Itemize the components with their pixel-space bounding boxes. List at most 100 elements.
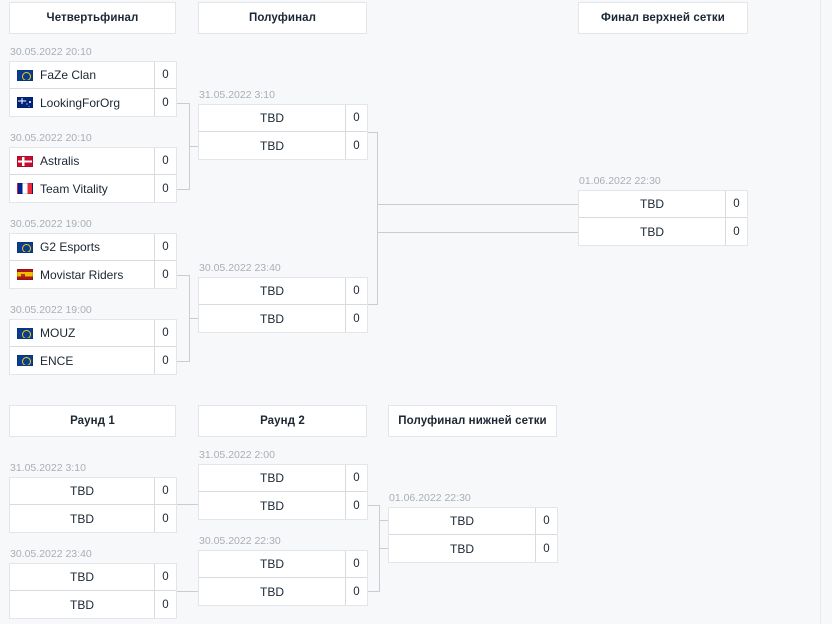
team-name: TBD [260, 138, 284, 153]
connector [177, 275, 189, 276]
team-name: TBD [640, 224, 664, 239]
match-time: 30.05.2022 19:00 [10, 218, 92, 230]
table-row[interactable]: Astralis 0 [10, 148, 176, 175]
table-row[interactable]: TBD 0 [389, 508, 557, 535]
connector [379, 520, 388, 521]
match-lower-semifinal[interactable]: 01.06.2022 22:30 TBD 0 TBD 0 [388, 492, 558, 563]
round-header-lower-semifinal[interactable]: Полуфинал нижней сетки [388, 405, 557, 437]
match-upper-sf-2[interactable]: 30.05.2022 23:40 TBD 0 TBD 0 [198, 262, 368, 333]
connector [177, 591, 198, 592]
table-row[interactable]: TBD 0 [389, 535, 557, 562]
table-row[interactable]: G2 Esports 0 [10, 234, 176, 261]
flag-es-icon [17, 269, 33, 280]
table-row[interactable]: TBD 0 [199, 105, 367, 132]
team-name: TBD [640, 197, 664, 211]
round-header-lower-round2[interactable]: Раунд 2 [198, 405, 367, 437]
connector [177, 103, 189, 104]
team-score: 0 [154, 347, 176, 374]
team-score: 0 [154, 234, 176, 260]
table-row[interactable]: MOUZ 0 [10, 320, 176, 347]
team-cell: TBD [10, 591, 154, 618]
team-score: 0 [345, 551, 367, 577]
table-row[interactable]: LookingForOrg 0 [10, 89, 176, 116]
team-score: 0 [154, 261, 176, 288]
table-row[interactable]: TBD 0 [199, 278, 367, 305]
table-row[interactable]: TBD 0 [10, 591, 176, 618]
table-row[interactable]: TBD 0 [199, 305, 367, 332]
team-score: 0 [154, 505, 176, 532]
table-row[interactable]: TBD 0 [10, 564, 176, 591]
team-name: TBD [260, 284, 284, 298]
team-name: TBD [450, 514, 474, 528]
team-score: 0 [154, 564, 176, 590]
table-row[interactable]: TBD 0 [579, 218, 747, 245]
table-row[interactable]: TBD 0 [199, 465, 367, 492]
table-row[interactable]: Team Vitality 0 [10, 175, 176, 202]
team-cell: Team Vitality [10, 175, 154, 202]
table-row[interactable]: TBD 0 [10, 478, 176, 505]
team-score: 0 [154, 175, 176, 202]
match-lower-r1-1[interactable]: 31.05.2022 3:10 TBD 0 TBD 0 [9, 462, 177, 533]
match-lower-r2-2[interactable]: 30.05.2022 22:30 TBD 0 TBD 0 [198, 535, 368, 606]
match-upper-qf-2[interactable]: 30.05.2022 20:10 Astralis 0 Team Vitalit… [9, 132, 177, 203]
team-cell: TBD [199, 465, 345, 491]
connector [189, 146, 198, 147]
round-header-upper-final[interactable]: Финал верхней сетки [578, 2, 748, 34]
round-header-label: Раунд 1 [70, 415, 115, 427]
table-row[interactable]: TBD 0 [10, 505, 176, 532]
connector [177, 504, 198, 505]
team-score: 0 [535, 535, 557, 562]
team-name: TBD [260, 498, 284, 513]
flag-dk-icon [17, 155, 33, 167]
round-header-lower-round1[interactable]: Раунд 1 [9, 405, 176, 437]
team-score: 0 [154, 89, 176, 116]
connector [377, 204, 578, 205]
table-row[interactable]: ENCE 0 [10, 347, 176, 374]
table-row[interactable]: TBD 0 [199, 492, 367, 519]
match-time: 31.05.2022 3:10 [10, 462, 86, 474]
team-cell: TBD [10, 478, 154, 504]
team-cell: TBD [10, 505, 154, 532]
team-score: 0 [154, 591, 176, 618]
team-name: TBD [450, 541, 474, 556]
match-time: 31.05.2022 3:10 [199, 89, 275, 101]
table-row[interactable]: TBD 0 [199, 551, 367, 578]
match-upper-qf-3[interactable]: 30.05.2022 19:00 G2 Esports 0 Movistar R… [9, 218, 177, 289]
team-name: TBD [260, 311, 284, 326]
team-cell: TBD [199, 492, 345, 519]
round-header-label: Раунд 2 [260, 415, 305, 427]
match-lower-r2-1[interactable]: 31.05.2022 2:00 TBD 0 TBD 0 [198, 449, 368, 520]
match-time: 01.06.2022 22:30 [579, 175, 661, 187]
table-row[interactable]: TBD 0 [579, 191, 747, 218]
team-cell: TBD [199, 278, 345, 304]
round-header-label: Полуфинал нижней сетки [398, 415, 547, 427]
round-header-label: Финал верхней сетки [601, 12, 725, 24]
table-row[interactable]: Movistar Riders 0 [10, 261, 176, 288]
team-score: 0 [345, 492, 367, 519]
team-cell: Astralis [10, 148, 154, 174]
team-score: 0 [154, 62, 176, 88]
connector [368, 505, 379, 506]
flag-eu-icon [17, 69, 33, 81]
round-header-quarterfinal[interactable]: Четвертьфинал [9, 2, 176, 34]
team-cell: TBD [389, 535, 535, 562]
flag-eu-icon [17, 355, 33, 366]
match-time: 30.05.2022 22:30 [199, 535, 281, 547]
team-score: 0 [345, 305, 367, 332]
match-upper-qf-1[interactable]: 30.05.2022 20:10 FaZe Clan 0 LookingForO… [9, 46, 177, 117]
connector [189, 318, 198, 319]
round-header-label: Четвертьфинал [46, 12, 139, 24]
match-lower-r1-2[interactable]: 30.05.2022 23:40 TBD 0 TBD 0 [9, 548, 177, 619]
team-cell: TBD [199, 132, 345, 159]
team-cell: LookingForOrg [10, 89, 154, 116]
match-upper-sf-1[interactable]: 31.05.2022 3:10 TBD 0 TBD 0 [198, 89, 368, 160]
team-score: 0 [154, 478, 176, 504]
match-upper-final[interactable]: 01.06.2022 22:30 TBD 0 TBD 0 [578, 175, 748, 246]
table-row[interactable]: TBD 0 [199, 132, 367, 159]
match-time: 31.05.2022 2:00 [199, 449, 275, 461]
table-row[interactable]: TBD 0 [199, 578, 367, 605]
team-cell: TBD [579, 218, 725, 245]
table-row[interactable]: FaZe Clan 0 [10, 62, 176, 89]
match-upper-qf-4[interactable]: 30.05.2022 19:00 MOUZ 0 ENCE 0 [9, 304, 177, 375]
round-header-semifinal[interactable]: Полуфинал [198, 2, 367, 34]
